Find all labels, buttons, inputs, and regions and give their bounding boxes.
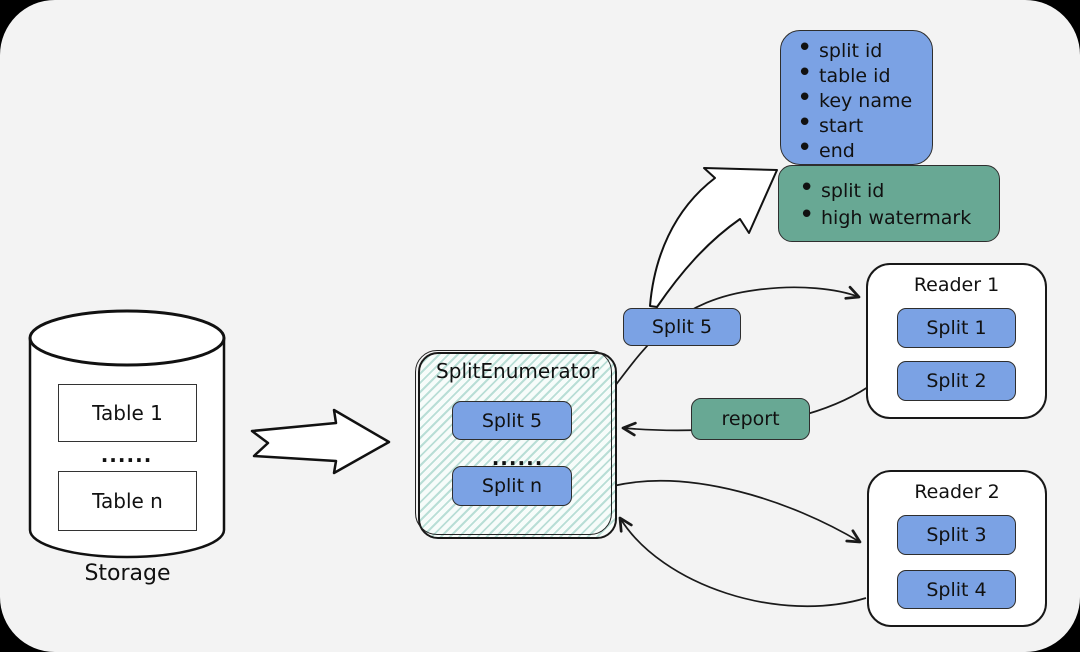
watermark-fields-list: split id high watermark — [795, 175, 999, 232]
arrow-reader2-to-enumerator — [618, 516, 867, 608]
storage-table-n: Table n — [58, 471, 197, 531]
split-fields-list: split id table id key name start end — [793, 36, 932, 164]
block-arrow-storage-to-enumerator — [250, 408, 391, 475]
storage-ellipsis: ...... — [100, 443, 153, 467]
split-field-item: end — [793, 136, 932, 164]
reader2-split-4: Split 4 — [897, 570, 1016, 609]
split-field-item: table id — [793, 61, 932, 89]
storage-label: Storage — [84, 561, 171, 586]
reader1-box: Reader 1 Split 1 Split 2 — [866, 263, 1047, 419]
split-field-item: split id — [793, 36, 932, 64]
watermark-field-item: high watermark — [795, 202, 999, 232]
arrow-enumerator-to-reader2 — [612, 480, 862, 544]
reader2-split-3: Split 3 — [897, 515, 1016, 555]
split-field-item: start — [793, 111, 932, 139]
reader1-split-1: Split 1 — [897, 308, 1016, 348]
reader1-split-2: Split 2 — [897, 361, 1016, 401]
split5-tag: Split 5 — [623, 308, 741, 346]
split-fields-card: split id table id key name start end — [780, 30, 933, 165]
split-enumerator-title: SplitEnumerator — [436, 359, 599, 383]
reader2-title: Reader 2 — [914, 481, 1000, 503]
storage-cylinder-top — [28, 309, 226, 367]
enumerator-split-5: Split 5 — [452, 401, 572, 440]
split-enumerator-box: SplitEnumerator Split 5 ...... Split n — [415, 350, 617, 539]
split-field-item: key name — [793, 86, 932, 114]
reader1-title: Reader 1 — [913, 274, 1000, 296]
storage-table-1: Table 1 — [58, 384, 197, 442]
watermark-fields-card: split id high watermark — [778, 165, 1000, 242]
reader2-box: Reader 2 Split 3 Split 4 — [867, 470, 1047, 627]
enumerator-split-n: Split n — [452, 466, 572, 506]
report-tag: report — [691, 398, 810, 440]
arrow-enumerator-to-reader1 — [611, 285, 861, 391]
curved-arrow-split5-to-details — [649, 167, 778, 308]
watermark-field-item: split id — [795, 175, 999, 205]
